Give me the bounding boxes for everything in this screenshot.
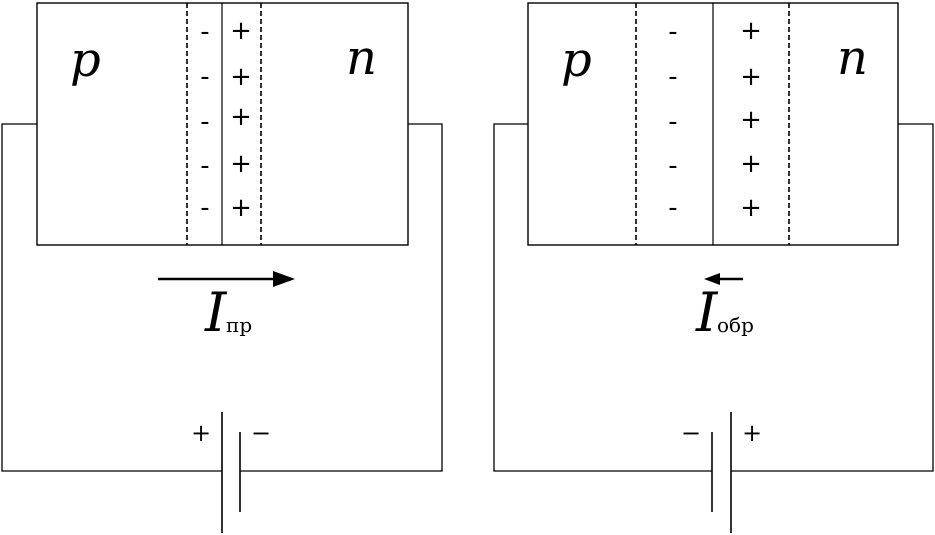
reverse-positive-charge: + — [740, 193, 762, 223]
forward-positive-charge: + — [230, 16, 252, 46]
reverse-battery-left-sign: − — [681, 419, 701, 447]
reverse-positive-charge: + — [740, 149, 762, 179]
forward-positive-charge: + — [230, 62, 252, 92]
forward-positive-charge: + — [230, 102, 252, 132]
reverse-negative-charge: - — [668, 151, 677, 181]
forward-current-symbol: I — [204, 281, 228, 344]
reverse-bias-diagram: p n - - - - - + + + + + I обр − + — [493, 2, 934, 533]
forward-negative-charge: - — [200, 62, 209, 92]
reverse-p-region-label: p — [561, 32, 592, 88]
reverse-negative-charge: - — [668, 107, 677, 137]
forward-bias-diagram: p n - - - - - + + + + + I пр + − — [1, 2, 443, 533]
reverse-positive-charge: + — [740, 62, 762, 92]
reverse-battery-right-sign: + — [742, 419, 762, 447]
forward-battery-left-sign: + — [191, 419, 211, 447]
reverse-current-subscript: обр — [717, 313, 754, 337]
forward-positive-charge: + — [230, 149, 252, 179]
reverse-positive-charge: + — [740, 105, 762, 135]
reverse-current-arrowhead — [704, 273, 720, 285]
forward-negative-charge: - — [200, 151, 209, 181]
reverse-positive-charge: + — [740, 16, 762, 46]
forward-battery-right-sign: − — [251, 419, 271, 447]
reverse-negative-charge: - — [668, 193, 677, 223]
forward-circuit-wire-right — [240, 123, 443, 472]
forward-negative-charge: - — [200, 107, 209, 137]
reverse-current-symbol: I — [695, 281, 719, 344]
reverse-negative-charge: - — [668, 17, 677, 47]
forward-positive-charge: + — [230, 193, 252, 223]
forward-p-region-label: p — [70, 32, 101, 88]
forward-current-arrowhead — [273, 271, 295, 287]
forward-negative-charge: - — [200, 193, 209, 223]
forward-current-subscript: пр — [226, 313, 252, 337]
reverse-circuit-wire-left — [493, 123, 712, 472]
forward-n-region-label: n — [346, 30, 377, 86]
forward-negative-charge: - — [200, 17, 209, 47]
forward-circuit-wire-left — [1, 123, 222, 472]
reverse-n-region-label: n — [837, 30, 868, 86]
reverse-negative-charge: - — [668, 62, 677, 92]
reverse-circuit-wire-right — [731, 123, 934, 472]
